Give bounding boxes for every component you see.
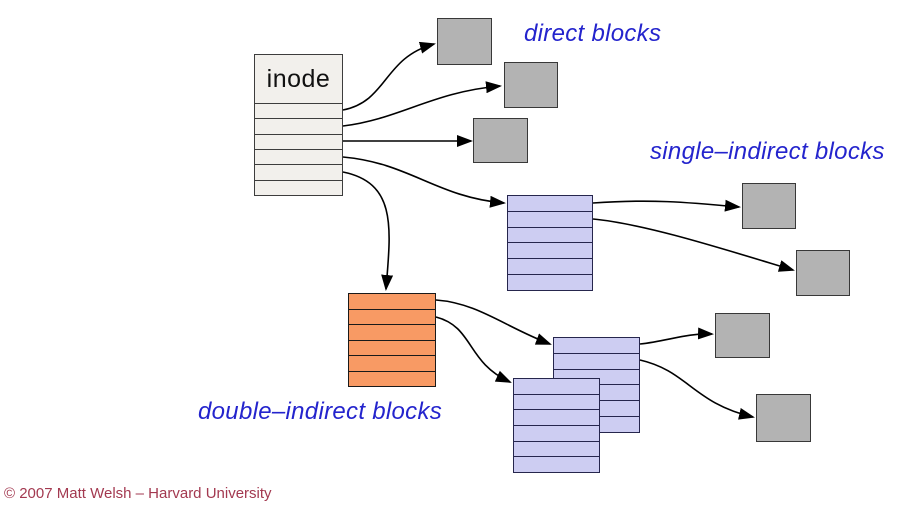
direct-data-block-3 [473, 118, 528, 163]
single-indirect-data-block-1 [742, 183, 796, 229]
copyright-credit: © 2007 Matt Welsh – Harvard University [4, 485, 272, 502]
double-indirect-block-row-2 [349, 308, 435, 325]
single-indirect-block-row-3 [508, 226, 592, 243]
second-level-indirect-front-row-6 [514, 456, 599, 472]
single-indirect-block-row-6 [508, 274, 592, 290]
label-double-indirect-blocks: double–indirect blocks [198, 398, 443, 425]
arrow-inode-row4-to-single [342, 156, 506, 208]
second-level-indirect-front [513, 378, 600, 473]
arrow-back-row2-to-data2 [639, 359, 755, 420]
label-single-indirect-blocks: single–indirect blocks [650, 138, 885, 165]
double-indirect-block-row-6 [349, 370, 435, 387]
second-level-indirect-back-row-1 [554, 338, 639, 353]
inode-box-row-2 [255, 118, 342, 133]
inode-box-row-4 [255, 148, 342, 164]
arrow-double-row1-to-back [435, 299, 552, 345]
single-indirect-data-block-2 [796, 250, 850, 296]
second-level-indirect-front-row-1 [514, 379, 599, 394]
inode-box-row-1 [255, 103, 342, 118]
arrow-back-row1-to-data1 [639, 327, 714, 345]
arrow-double-row2-to-front [435, 316, 512, 383]
inode-box: inode [254, 54, 343, 196]
double-indirect-data-block-2 [756, 394, 811, 442]
double-indirect-block-row-3 [349, 324, 435, 340]
arrow-single-row1-to-data1 [592, 199, 741, 212]
direct-data-block-2 [504, 62, 558, 108]
single-indirect-block-row-4 [508, 242, 592, 258]
double-indirect-block-row-5 [349, 355, 435, 371]
single-indirect-block-row-1 [508, 196, 592, 211]
double-indirect-data-block-1 [715, 313, 770, 358]
second-level-indirect-front-row-2 [514, 393, 599, 410]
double-indirect-block [348, 293, 436, 387]
single-indirect-block-row-2 [508, 210, 592, 227]
single-indirect-block-row-5 [508, 258, 592, 274]
inode-box-row-3 [255, 133, 342, 149]
double-indirect-block-row-4 [349, 339, 435, 356]
single-indirect-block [507, 195, 593, 291]
label-direct-blocks: direct blocks [524, 20, 662, 47]
arrow-inode-row5-to-double [342, 171, 394, 291]
arrow-inode-row1-to-direct1 [342, 41, 436, 111]
inode-box-row-6 [255, 179, 342, 195]
second-level-indirect-front-row-3 [514, 409, 599, 425]
second-level-indirect-front-row-4 [514, 425, 599, 441]
direct-data-block-1 [437, 18, 492, 65]
inode-box-row-5 [255, 164, 342, 179]
second-level-indirect-back-row-2 [554, 352, 639, 369]
second-level-indirect-front-row-5 [514, 440, 599, 457]
double-indirect-block-row-1 [349, 294, 435, 309]
second-level-indirect-back-row-3 [554, 368, 639, 385]
inode-box-title: inode [266, 64, 331, 93]
